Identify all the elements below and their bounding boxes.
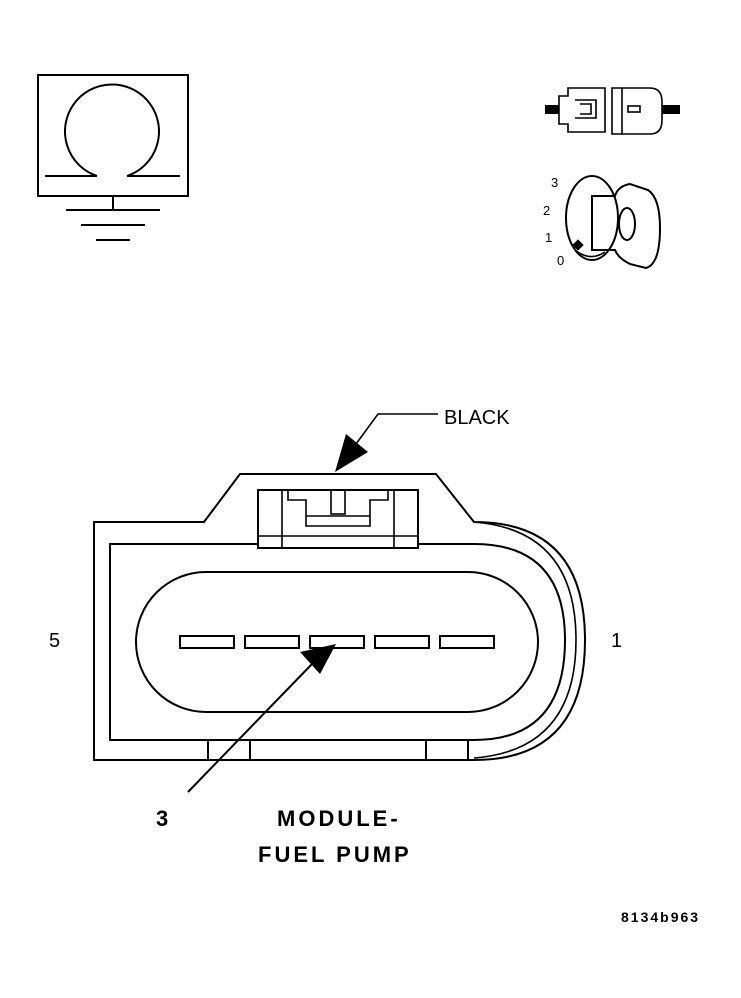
terminal-5 xyxy=(179,635,235,649)
terminal-3 xyxy=(309,635,365,649)
pointer-pin-number: 3 xyxy=(156,806,171,831)
ignition-key-off-icon: 3 2 1 0 xyxy=(543,175,662,270)
connector-disconnected-icon xyxy=(545,87,680,135)
figure-code: 8134b963 xyxy=(621,909,700,925)
terminal-2 xyxy=(374,635,430,649)
pin-label-1: 1 xyxy=(611,630,622,652)
terminal-4 xyxy=(244,635,300,649)
fuel-pump-module-connector xyxy=(93,473,587,761)
pin-label-5: 5 xyxy=(49,630,60,652)
ignition-position-2: 2 xyxy=(543,203,550,218)
ignition-position-0: 0 xyxy=(557,253,564,268)
terminal-1 xyxy=(439,635,495,649)
connector-color-label: BLACK xyxy=(444,407,510,429)
title-line-1: MODULE- xyxy=(277,806,401,831)
ohmmeter-ground-icon xyxy=(37,74,189,241)
pin-3-pointer xyxy=(187,644,336,793)
title-line-2: FUEL PUMP xyxy=(258,842,412,867)
locking-tab xyxy=(257,489,419,549)
connector-color-callout: BLACK xyxy=(335,407,510,472)
ignition-position-1: 1 xyxy=(545,230,552,245)
ignition-position-3: 3 xyxy=(551,175,558,190)
